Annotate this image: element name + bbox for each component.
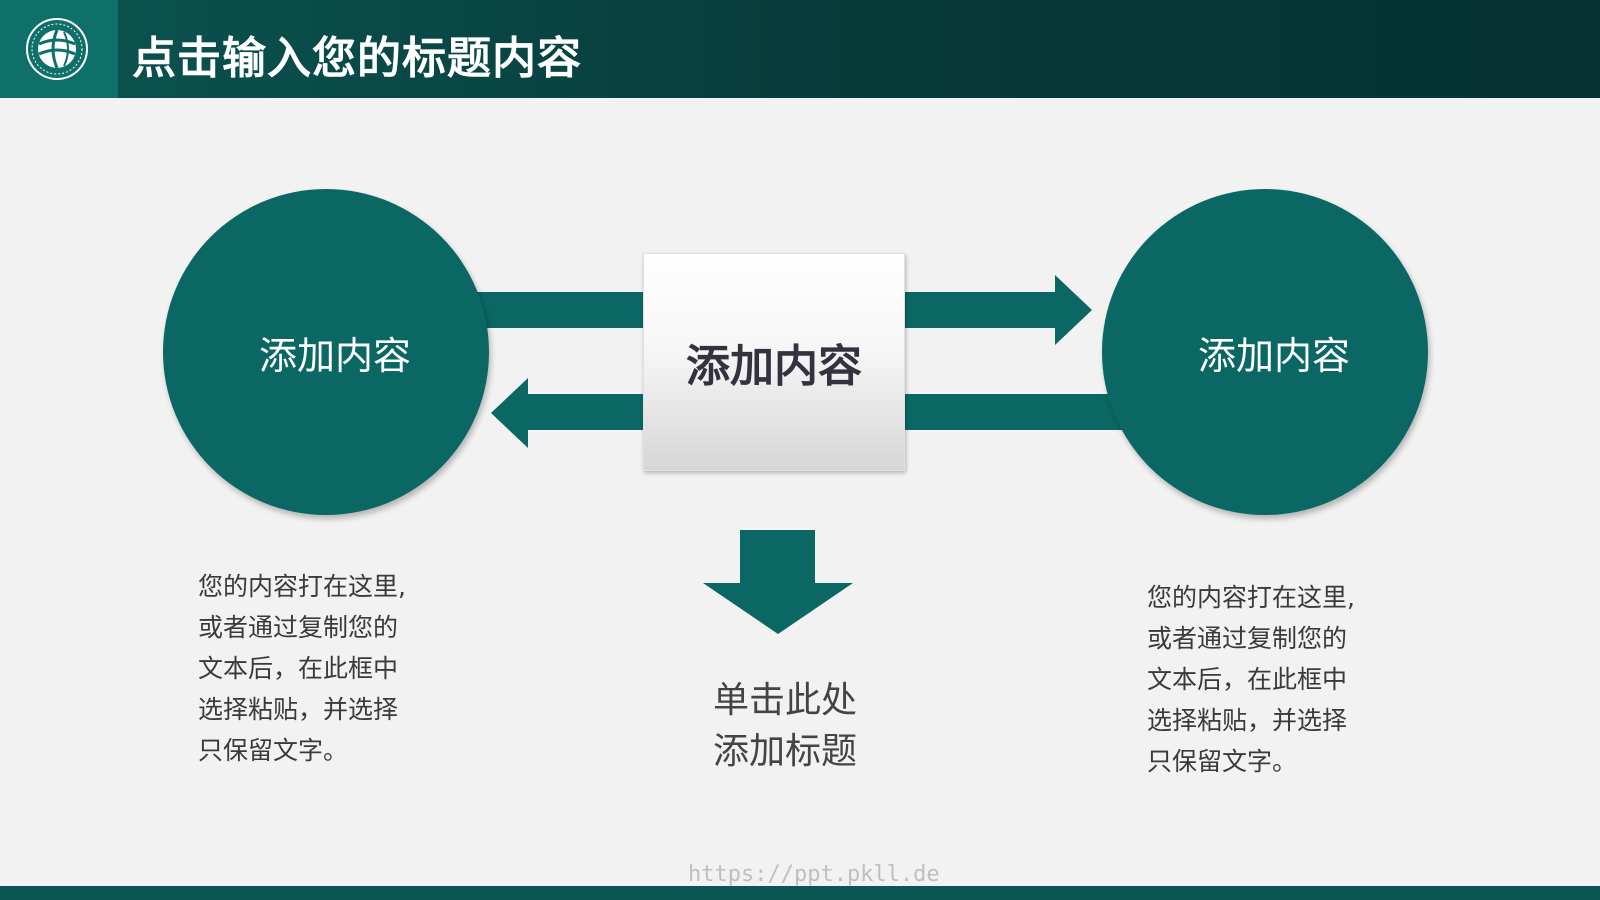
- center-subtitle-line: 单击此处: [712, 680, 857, 721]
- right-text-line: 或者通过复制您的: [1147, 624, 1348, 653]
- center-box-node[interactable]: 添加内容: [643, 253, 905, 471]
- left-text-line: 您的内容打在这里,: [198, 572, 406, 601]
- connector-bar-top-left: [460, 292, 650, 328]
- left-circle-label: 添加内容: [258, 333, 411, 378]
- left-text-line: 或者通过复制您的: [198, 613, 399, 642]
- right-circle-label: 添加内容: [1197, 333, 1350, 378]
- right-circle-node[interactable]: 添加内容: [1102, 189, 1428, 515]
- left-circle-node[interactable]: 添加内容: [163, 189, 489, 515]
- right-text-line: 文本后，在此框中: [1147, 665, 1348, 694]
- right-body-text[interactable]: 您的内容打在这里, 或者通过复制您的 文本后，在此框中 选择粘贴，并选择 只保留…: [1147, 577, 1387, 782]
- left-text-line: 文本后，在此框中: [198, 654, 399, 683]
- center-subtitle-line: 添加标题: [712, 731, 857, 772]
- watermark: https://ppt.pkll.de: [688, 862, 940, 887]
- left-text-line: 只保留文字。: [198, 736, 349, 765]
- footer-bar: [0, 886, 1600, 900]
- right-text-line: 您的内容打在这里,: [1147, 583, 1355, 612]
- header-bar: 点击输入您的标题内容: [0, 0, 1600, 98]
- state-grid-globe-logo-icon: [26, 18, 88, 80]
- left-body-text[interactable]: 您的内容打在这里, 或者通过复制您的 文本后，在此框中 选择粘贴，并选择 只保留…: [198, 566, 438, 771]
- arrow-down-icon: [703, 530, 853, 634]
- left-text-line: 选择粘贴，并选择: [198, 695, 399, 724]
- right-text-line: 选择粘贴，并选择: [1147, 706, 1348, 735]
- connector-bar-bottom-right: [900, 394, 1130, 430]
- arrow-right-icon: [900, 275, 1092, 345]
- center-subtitle[interactable]: 单击此处 添加标题: [690, 675, 880, 777]
- logo-box: [0, 0, 118, 98]
- right-text-line: 只保留文字。: [1147, 747, 1298, 776]
- arrow-left-icon: [491, 378, 650, 448]
- page-title[interactable]: 点击输入您的标题内容: [132, 33, 582, 84]
